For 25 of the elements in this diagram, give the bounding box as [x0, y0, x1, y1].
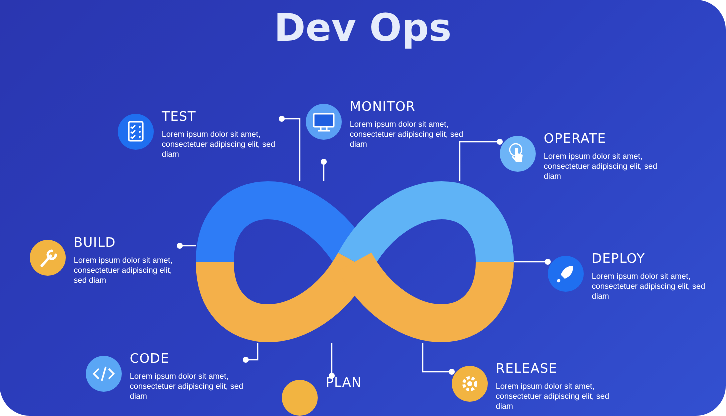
stage-description: Lorem ipsum dolor sit amet, consectetuer adipiscing elit, sed diam: [130, 372, 244, 402]
leader-line: [329, 343, 335, 379]
stage-description: Lorem ipsum dolor sit amet, consectetuer adipiscing elit, sed diam: [592, 272, 706, 302]
leader-line: [422, 343, 455, 375]
stage-heading: TEST: [162, 110, 198, 125]
stage-heading: PLAN: [326, 376, 363, 391]
leader-line: [279, 116, 301, 181]
stage-heading: CODE: [130, 352, 171, 367]
infinity-loop-drawing: [196, 181, 514, 343]
stage-heading: OPERATE: [544, 132, 608, 147]
stage-heading: BUILD: [74, 236, 118, 251]
stage-description: Lorem ipsum dolor sit amet, consectetuer adipiscing elit, sed diam: [496, 382, 610, 412]
stage-description: Lorem ipsum dolor sit amet, consectetuer adipiscing elit, sed diam: [74, 256, 174, 286]
leader-line: [513, 259, 551, 265]
stage-description: Lorem ipsum dolor sit amet, consectetuer adipiscing elit, sed diam: [350, 120, 464, 150]
leader-line: [177, 243, 197, 249]
stage-heading: MONITOR: [350, 100, 417, 115]
stage-heading: DEPLOY: [592, 252, 646, 267]
stage-description: Lorem ipsum dolor sit amet, consectetuer adipiscing elit, sed diam: [544, 152, 658, 182]
stage-heading: RELEASE: [496, 362, 559, 377]
leader-line: [321, 159, 327, 181]
title: Dev Ops: [274, 6, 452, 50]
stage-description: Lorem ipsum dolor sit amet, consectetuer adipiscing elit, sed diam: [162, 130, 276, 160]
leader-line: [459, 139, 503, 181]
leader-line: [243, 343, 259, 363]
